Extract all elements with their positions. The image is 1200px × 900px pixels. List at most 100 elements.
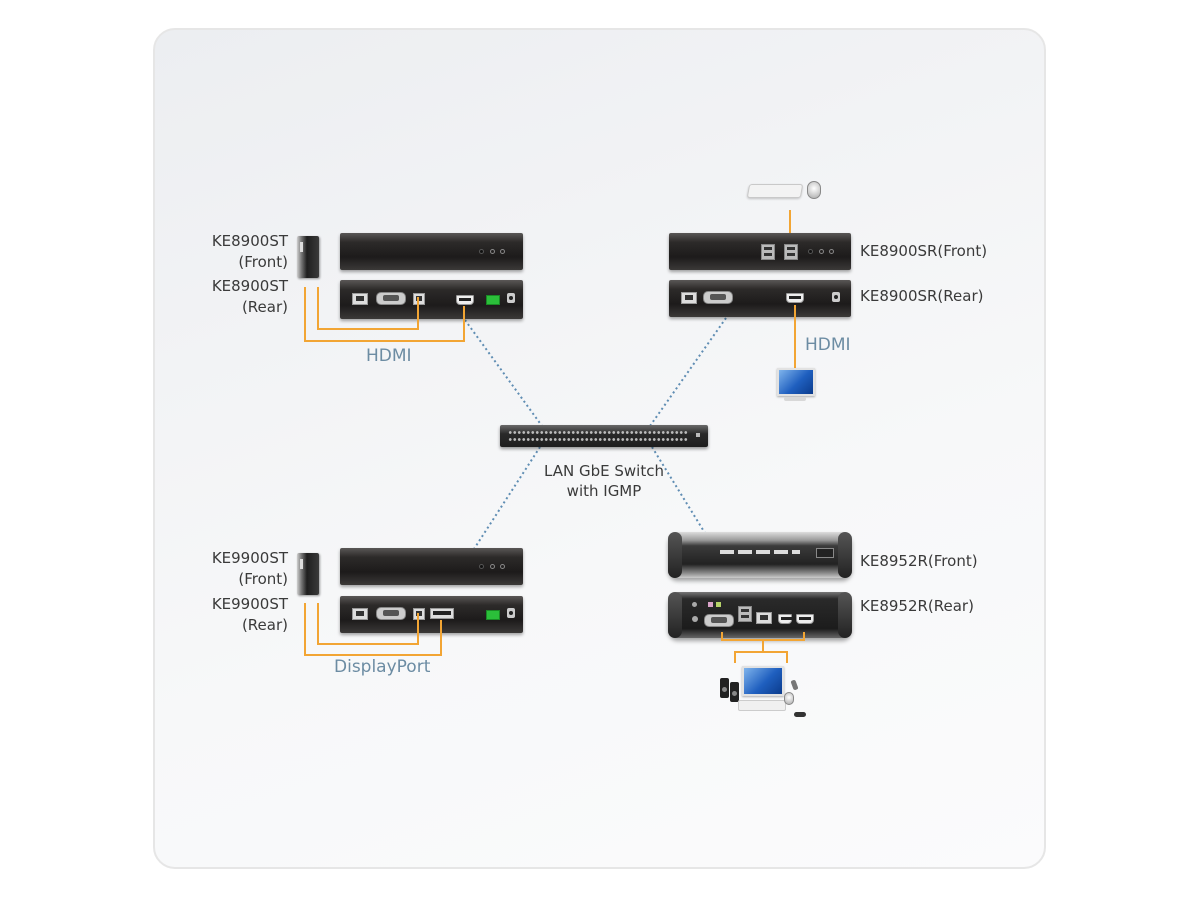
usb-cable (317, 328, 418, 330)
console-cable (734, 651, 788, 653)
rx2-rear-unit (668, 592, 852, 638)
network-link-tx2 (473, 446, 541, 550)
network-link-tx1 (464, 319, 543, 427)
hdmi-port-icon (796, 614, 814, 624)
power-jack-icon (507, 608, 515, 618)
led-icon (500, 564, 505, 569)
led-icon (480, 565, 483, 568)
hdmi-cable (794, 305, 796, 368)
terminal-block-icon (486, 295, 500, 305)
tx2-rear-unit (340, 596, 523, 633)
tx1-front-side: (Front) (238, 253, 288, 271)
usb-cable (317, 287, 319, 330)
led-icon (819, 249, 824, 254)
switch-ports (508, 429, 688, 443)
rj45-port-icon (756, 612, 772, 624)
bumper (838, 592, 852, 638)
usb-a-port-icon (738, 606, 752, 622)
mouse-icon (784, 692, 794, 705)
usb-b-port-icon (413, 608, 425, 620)
usb-a-port-icon (784, 244, 798, 260)
db9-port-icon (704, 614, 734, 627)
monitor-stand (784, 397, 806, 401)
led-icon (490, 249, 495, 254)
tx1-rear-model: KE8900ST (211, 277, 288, 295)
usb-cable (417, 613, 419, 645)
usb-a-port-icon (816, 548, 834, 558)
tx1-cable-label: HDMI (366, 346, 412, 366)
audio-jack-icon (692, 602, 697, 607)
monitor-icon (742, 666, 784, 696)
tx1-front-unit (340, 233, 523, 270)
power-jack-icon (507, 293, 515, 303)
power-jack-icon (692, 616, 698, 622)
displayport-cable (304, 654, 442, 656)
speaker-icon (720, 678, 729, 698)
led-icon (490, 564, 495, 569)
rj45-port-icon (681, 292, 697, 304)
hdmi-port-icon (786, 293, 804, 303)
tx2-front-side: (Front) (238, 570, 288, 588)
console-cable (762, 639, 764, 652)
mini-port-icon (778, 614, 793, 624)
console-cable (734, 651, 736, 663)
db9-port-icon (376, 292, 406, 305)
terminal-block-icon (486, 610, 500, 620)
mic-jack-icon (708, 602, 713, 607)
rx2-front-unit (668, 532, 852, 578)
tx2-rear-side: (Rear) (241, 616, 288, 634)
speaker-jack-icon (716, 602, 721, 607)
diagram-panel (153, 28, 1046, 869)
bumper (668, 532, 682, 578)
led-icon (480, 250, 483, 253)
computer-tower-icon (297, 236, 319, 278)
console-cable (786, 651, 788, 663)
displayport-cable (440, 620, 442, 656)
rx2-front-label: KE8952R(Front) (860, 552, 978, 570)
tx2-front-unit (340, 548, 523, 585)
tx1-rear-label: KE8900ST (Rear) (206, 276, 288, 318)
desktop-workstation-icon (718, 662, 838, 722)
monitor-icon (777, 368, 815, 396)
db9-port-icon (376, 607, 406, 620)
tx1-rear-side: (Rear) (241, 298, 288, 316)
computer-tower-icon (297, 553, 319, 595)
bumper (668, 592, 682, 638)
usb-b-port-icon (413, 293, 425, 305)
rx2-rear-label: KE8952R(Rear) (860, 597, 974, 615)
tx1-front-label: KE8900ST (Front) (206, 231, 288, 273)
speaker-icon (730, 682, 739, 702)
usb-cable (789, 210, 791, 250)
led-icon (809, 250, 812, 253)
switch-label-line2: with IGMP (566, 482, 642, 500)
rx1-front-unit (669, 233, 851, 270)
displayport-cable (304, 603, 306, 656)
rx1-front-label: KE8900SR(Front) (860, 242, 988, 260)
network-switch-icon (500, 425, 708, 447)
bumper (838, 532, 852, 578)
switch-label-line1: LAN GbE Switch (544, 462, 664, 480)
rx1-cable-label: HDMI (805, 335, 851, 355)
power-jack-icon (832, 292, 840, 302)
switch-led-icon (696, 433, 700, 437)
keyboard-icon (738, 700, 786, 711)
tx1-rear-unit (340, 280, 523, 319)
led-icon (500, 249, 505, 254)
keyboard-icon (746, 184, 804, 198)
tx2-rear-label: KE9900ST (Rear) (206, 594, 288, 636)
displayport-port-icon (430, 608, 454, 619)
rj45-port-icon (352, 608, 368, 620)
switch-label: LAN GbE Switch with IGMP (500, 461, 708, 501)
rx1-rear-label: KE8900SR(Rear) (860, 287, 984, 305)
tx2-rear-model: KE9900ST (211, 595, 288, 613)
usb-cable (317, 643, 418, 645)
hdmi-cable (304, 340, 464, 342)
usb-a-port-icon (761, 244, 775, 260)
tx2-cable-label: DisplayPort (334, 657, 431, 677)
mouse-icon (807, 181, 821, 199)
network-link-rx1 (649, 317, 727, 427)
console-cable (721, 632, 723, 641)
rj45-port-icon (352, 293, 368, 305)
microphone-icon (790, 679, 799, 691)
